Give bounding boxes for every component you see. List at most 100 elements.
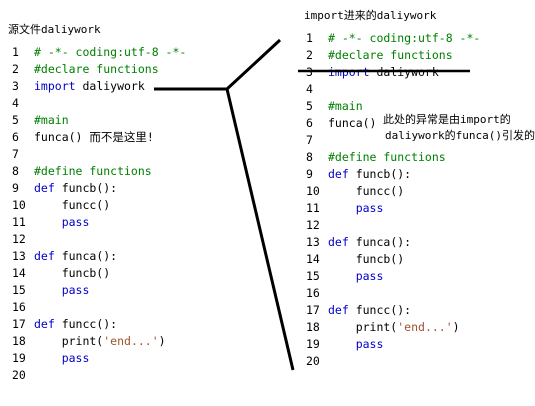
code-line: 10 funcc() <box>12 197 186 214</box>
code-token: pass <box>328 269 384 283</box>
line-number: 3 <box>12 79 19 93</box>
code-line: 2 #declare functions <box>306 47 480 64</box>
code-line: 1# -*- coding:utf-8 -*- <box>12 44 186 61</box>
line-text: #define functions <box>34 163 152 180</box>
code-token: #declare functions <box>34 62 159 76</box>
line-number: 7 <box>306 133 313 147</box>
code-token: #declare functions <box>328 48 453 62</box>
code-line: 6 funca() 而不是这里! <box>12 129 186 146</box>
code-token: funca(): <box>61 249 118 263</box>
code-line: 19 pass <box>306 336 480 353</box>
pointer-line-upper <box>225 38 282 91</box>
code-token: ) <box>452 320 460 334</box>
line-number: 5 <box>12 113 19 127</box>
code-line: 15 pass <box>12 282 186 299</box>
line-number: 18 <box>306 320 320 334</box>
pointer-line-lower <box>225 88 295 371</box>
code-line: 10 funcc() <box>306 183 480 200</box>
line-text: funcc() <box>328 183 404 200</box>
line-number: 2 <box>12 62 19 76</box>
code-token: def <box>34 181 62 195</box>
line-number: 20 <box>12 368 26 382</box>
code-line: 12 <box>12 231 186 248</box>
code-token: funcb(): <box>355 167 412 181</box>
line-text: pass <box>328 336 384 353</box>
line-number: 13 <box>12 249 26 263</box>
code-token: #define functions <box>328 150 446 164</box>
exception-note-line1: 此处的异常是由import的 <box>383 113 511 126</box>
line-number: 6 <box>306 116 313 130</box>
code-line: 18 print('end...') <box>306 319 480 336</box>
line-number: 14 <box>12 266 26 280</box>
code-line: 15 pass <box>306 268 480 285</box>
code-token: 'end...' <box>397 320 453 334</box>
line-number: 9 <box>12 181 19 195</box>
code-line: 20 <box>306 353 480 370</box>
code-token: funcc() <box>34 198 111 212</box>
line-text: funca() 而不是这里! <box>34 129 154 146</box>
line-number: 6 <box>12 130 19 144</box>
line-number: 17 <box>12 317 26 331</box>
code-line: 8#define functions <box>306 149 480 166</box>
line-text: print('end...') <box>34 333 166 350</box>
line-text: def funca(): <box>34 248 117 265</box>
code-token: funcb() <box>328 252 405 266</box>
line-text: def funca(): <box>328 234 411 251</box>
code-token: funca() 而不是这里! <box>34 130 154 144</box>
line-number: 7 <box>12 147 19 161</box>
line-number: 15 <box>12 283 26 297</box>
code-token: def <box>34 249 62 263</box>
line-text: pass <box>328 268 384 285</box>
code-token: print( <box>328 320 398 334</box>
code-token: def <box>328 235 356 249</box>
code-token: pass <box>328 337 384 351</box>
code-line: 20 <box>12 367 186 384</box>
line-number: 18 <box>12 334 26 348</box>
code-line: 7 <box>306 132 480 149</box>
line-number: 8 <box>12 164 19 178</box>
code-token: #main <box>328 99 363 113</box>
line-text: pass <box>34 350 90 367</box>
line-number: 12 <box>12 232 26 246</box>
line-text: funcb() <box>34 265 110 282</box>
line-text: def funcb(): <box>328 166 411 183</box>
code-token: pass <box>34 351 90 365</box>
code-line: 1 # -*- coding:utf-8 -*- <box>306 30 480 47</box>
line-number: 11 <box>306 201 320 215</box>
line-text: #define functions <box>328 149 446 166</box>
exception-note-line2: daliywork的funca()引发的 <box>385 129 535 142</box>
line-text: print('end...') <box>328 319 460 336</box>
line-text: # -*- coding:utf-8 -*- <box>328 30 480 47</box>
code-token: # -*- coding:utf-8 -*- <box>34 45 187 59</box>
line-number: 12 <box>306 218 320 232</box>
line-text: #main <box>328 98 363 115</box>
code-line: 4 <box>306 81 480 98</box>
line-text: funcc() <box>34 197 110 214</box>
code-token: def <box>34 317 62 331</box>
line-number: 14 <box>306 252 320 266</box>
code-token: funca() <box>328 116 377 130</box>
left-code-listing: 1# -*- coding:utf-8 -*-2 #declare functio… <box>12 44 186 384</box>
code-line: 4 <box>12 95 186 112</box>
code-line: 16 <box>12 299 186 316</box>
line-number: 15 <box>306 269 320 283</box>
code-token: #define functions <box>34 164 152 178</box>
code-token: funcc(): <box>355 303 412 317</box>
code-line: 14 funcb() <box>12 265 186 282</box>
code-token: pass <box>328 201 384 215</box>
code-line: 14 funcb() <box>306 251 480 268</box>
line-number: 1 <box>306 31 313 45</box>
code-line: 5#main <box>306 98 480 115</box>
code-token: daliywork <box>82 79 145 93</box>
code-line: 5#main <box>12 112 186 129</box>
line-number: 20 <box>306 354 320 368</box>
code-line: 12 <box>306 217 480 234</box>
line-number: 11 <box>12 215 26 229</box>
line-number: 2 <box>306 48 313 62</box>
